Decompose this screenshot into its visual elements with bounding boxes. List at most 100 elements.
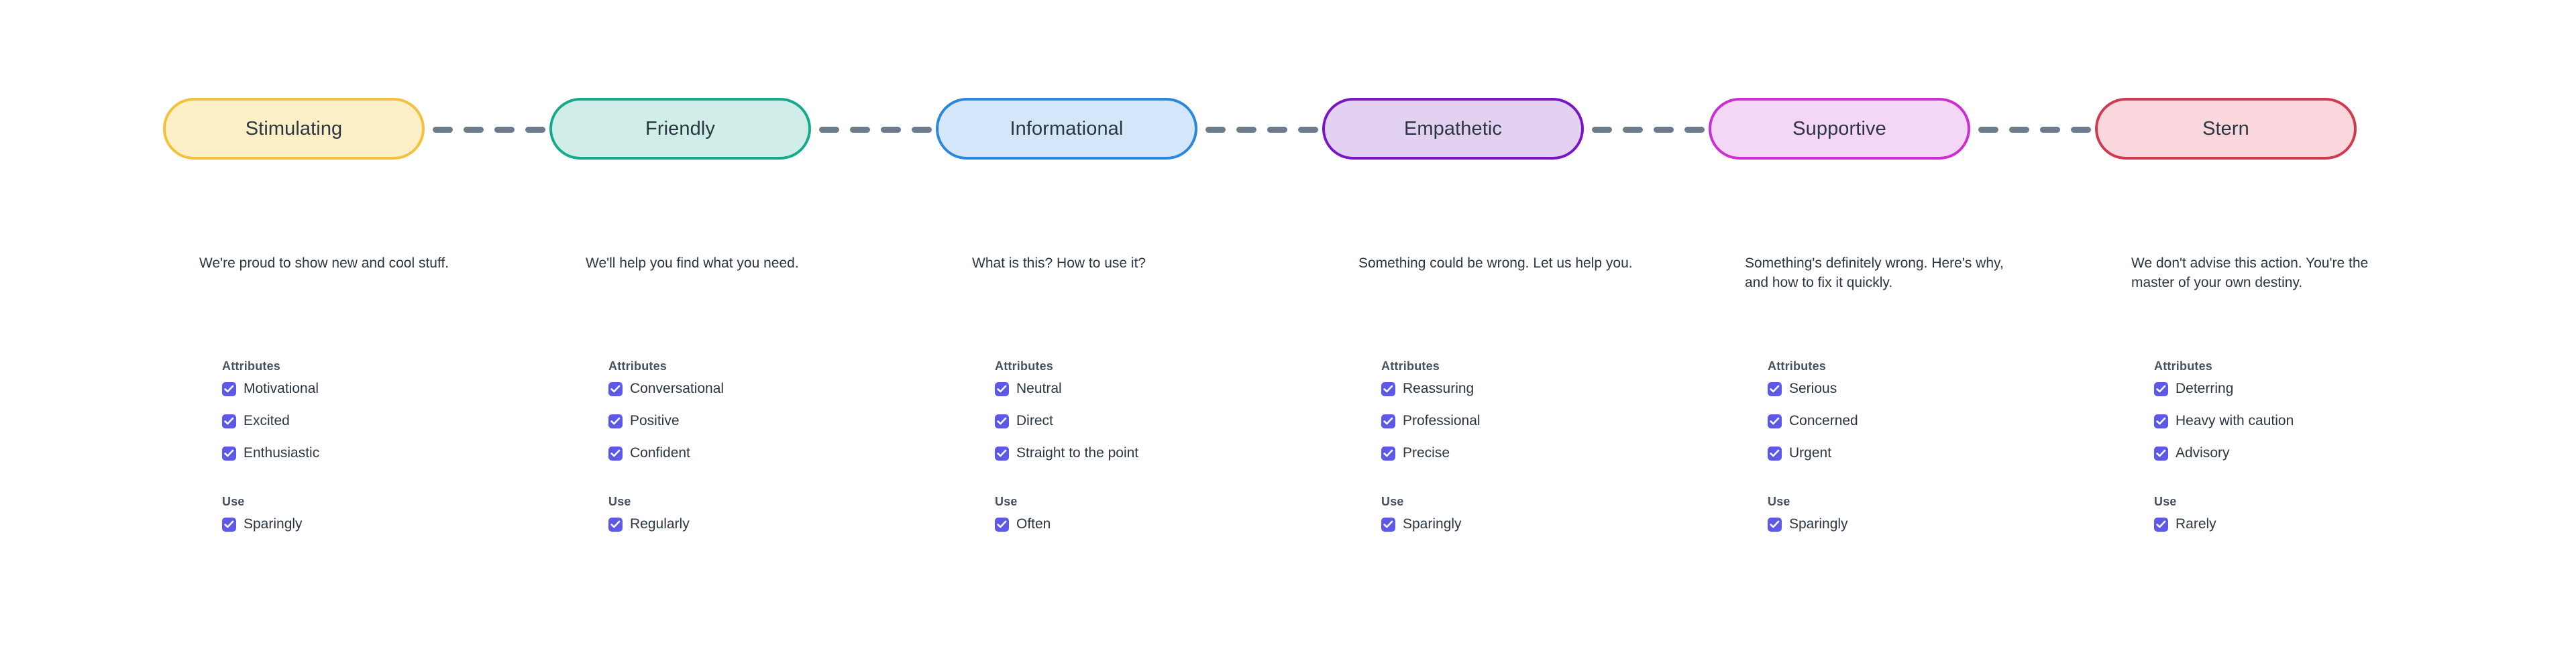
checkbox-checked-icon[interactable]	[995, 381, 1009, 396]
dash-segment	[1267, 126, 1287, 133]
attributes-heading: Attributes	[2154, 359, 2212, 373]
attributes-heading: Attributes	[1381, 359, 1440, 373]
checkbox-checked-icon[interactable]	[995, 517, 1009, 532]
checkbox-row[interactable]: Positive	[608, 412, 904, 430]
checkbox-row[interactable]: Sparingly	[222, 515, 517, 534]
dash-segment	[433, 126, 453, 133]
checkbox-row[interactable]: Rarely	[2154, 515, 2449, 534]
checkbox-checked-icon[interactable]	[608, 381, 623, 396]
checkbox-checked-icon[interactable]	[1768, 446, 1782, 461]
checkbox-row[interactable]: Sparingly	[1381, 515, 1676, 534]
checkbox-row[interactable]: Neutral	[995, 379, 1290, 398]
checkbox-checked-icon[interactable]	[995, 414, 1009, 428]
checkbox-label: Motivational	[244, 381, 319, 396]
dashed-line-icon	[815, 126, 936, 133]
checkbox-label: Professional	[1403, 413, 1481, 428]
checkbox-row[interactable]: Excited	[222, 412, 517, 430]
checkbox-checked-icon[interactable]	[2154, 414, 2168, 428]
checkbox-label: Deterring	[2176, 381, 2234, 396]
checkbox-checked-icon[interactable]	[608, 517, 623, 532]
checkbox-checked-icon[interactable]	[1768, 381, 1782, 396]
tone-pill[interactable]: Stimulating	[163, 98, 425, 160]
tone-column-stern: Stern We don't advise this action. You're…	[2095, 0, 2481, 649]
checkbox-row[interactable]: Reassuring	[1381, 379, 1676, 398]
checkbox-row[interactable]: Urgent	[1768, 444, 2063, 463]
checkbox-label: Sparingly	[1789, 516, 1848, 532]
tone-pill[interactable]: Empathetic	[1322, 98, 1584, 160]
checkbox-row[interactable]: Confident	[608, 444, 904, 463]
checkbox-checked-icon[interactable]	[2154, 446, 2168, 461]
checkbox-label: Confident	[630, 445, 690, 461]
checkbox-row[interactable]: Deterring	[2154, 379, 2449, 398]
checkbox-row[interactable]: Direct	[995, 412, 1290, 430]
dashed-line-icon	[1974, 126, 2095, 133]
checkbox-label: Heavy with caution	[2176, 413, 2294, 428]
tone-pill-label: Friendly	[645, 117, 715, 139]
checkbox-label: Serious	[1789, 381, 1837, 396]
checkbox-checked-icon[interactable]	[2154, 517, 2168, 532]
tone-pill-label: Stern	[2202, 117, 2249, 139]
checkbox-checked-icon[interactable]	[1381, 381, 1395, 396]
checkbox-label: Advisory	[2176, 445, 2230, 461]
checkbox-row[interactable]: Heavy with caution	[2154, 412, 2449, 430]
dash-segment	[1298, 126, 1318, 133]
dash-segment	[881, 126, 901, 133]
checkbox-checked-icon[interactable]	[1381, 517, 1395, 532]
checkbox-checked-icon[interactable]	[995, 446, 1009, 461]
checkbox-checked-icon[interactable]	[1381, 414, 1395, 428]
checkbox-row[interactable]: Conversational	[608, 379, 904, 398]
tone-pill[interactable]: Informational	[936, 98, 1197, 160]
checkbox-row[interactable]: Motivational	[222, 379, 517, 398]
dash-segment	[1205, 126, 1226, 133]
checkbox-row[interactable]: Serious	[1768, 379, 2063, 398]
checkbox-row[interactable]: Straight to the point	[995, 444, 1290, 463]
checkbox-row[interactable]: Concerned	[1768, 412, 2063, 430]
dash-segment	[2009, 126, 2029, 133]
checkbox-label: Neutral	[1016, 381, 1062, 396]
checkbox-label: Regularly	[630, 516, 690, 532]
tone-pill[interactable]: Stern	[2095, 98, 2357, 160]
checkbox-row[interactable]: Regularly	[608, 515, 904, 534]
checkbox-row[interactable]: Precise	[1381, 444, 1676, 463]
dash-segment	[2040, 126, 2060, 133]
checkbox-label: Sparingly	[244, 516, 303, 532]
checkbox-row[interactable]: Professional	[1381, 412, 1676, 430]
tone-description: We don't advise this action. You're the …	[2131, 255, 2369, 290]
attributes-heading: Attributes	[1768, 359, 1826, 373]
tone-pill-label: Supportive	[1792, 117, 1886, 139]
checkbox-checked-icon[interactable]	[222, 446, 236, 461]
dash-segment	[819, 126, 839, 133]
dash-segment	[1236, 126, 1256, 133]
checkbox-checked-icon[interactable]	[608, 414, 623, 428]
checkbox-checked-icon[interactable]	[608, 446, 623, 461]
checkbox-checked-icon[interactable]	[222, 517, 236, 532]
checkbox-label: Positive	[630, 413, 680, 428]
checkbox-checked-icon[interactable]	[1768, 517, 1782, 532]
tone-pill[interactable]: Friendly	[549, 98, 811, 160]
checkbox-label: Often	[1016, 516, 1051, 532]
checkbox-row[interactable]: Sparingly	[1768, 515, 2063, 534]
checkbox-checked-icon[interactable]	[222, 414, 236, 428]
tone-pill[interactable]: Supportive	[1709, 98, 1970, 160]
checkbox-checked-icon[interactable]	[1381, 446, 1395, 461]
checkbox-checked-icon[interactable]	[222, 381, 236, 396]
tone-description: We're proud to show new and cool stuff.	[199, 255, 449, 271]
checkbox-row[interactable]: Advisory	[2154, 444, 2449, 463]
dashed-line-icon	[1588, 126, 1709, 133]
checkbox-checked-icon[interactable]	[2154, 381, 2168, 396]
checkbox-row[interactable]: Enthusiastic	[222, 444, 517, 463]
dash-segment	[1654, 126, 1674, 133]
checkbox-row[interactable]: Often	[995, 515, 1290, 534]
use-heading: Use	[2154, 495, 2177, 508]
checkbox-checked-icon[interactable]	[1768, 414, 1782, 428]
